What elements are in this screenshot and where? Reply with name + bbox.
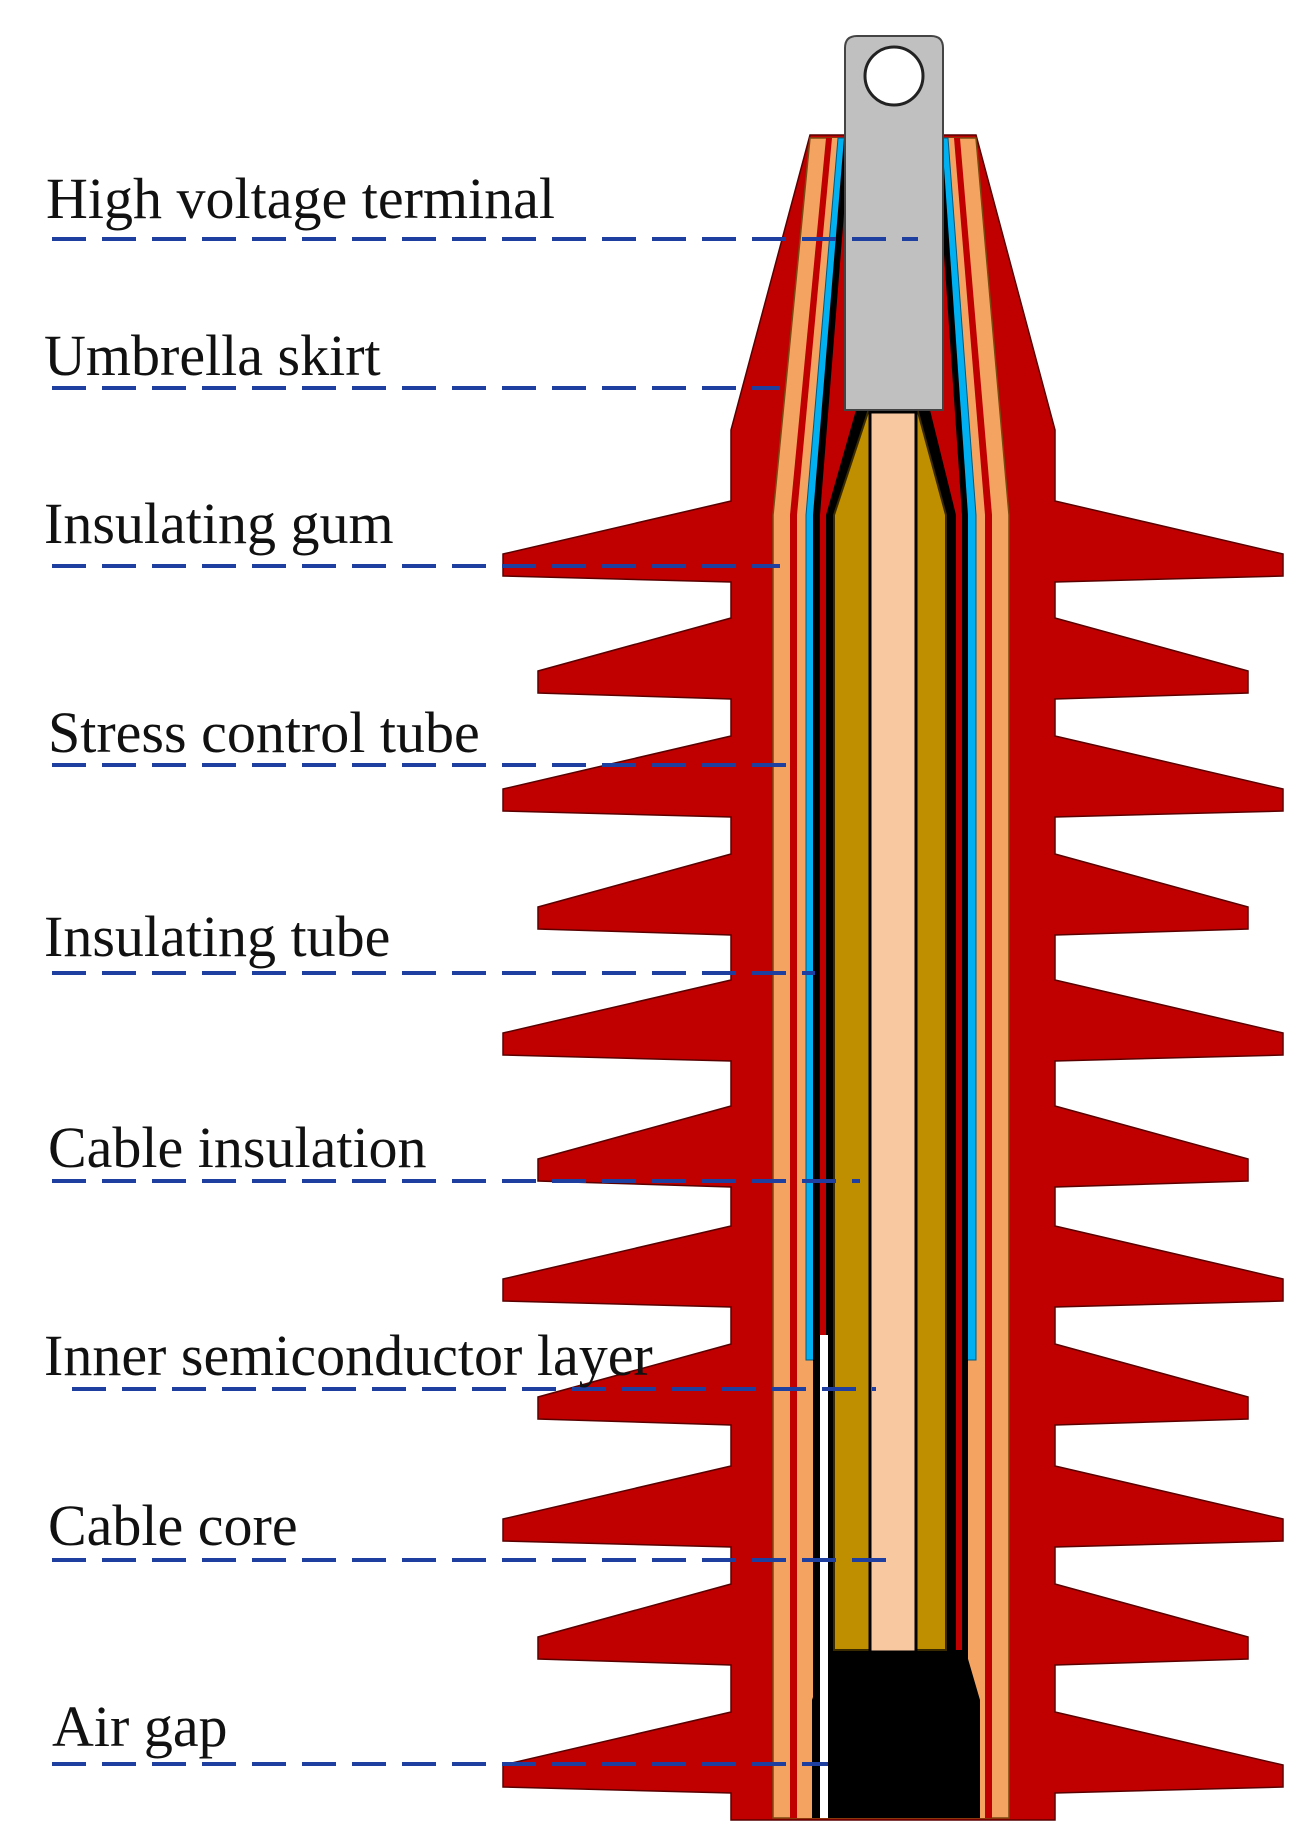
label-insulating-tube: Insulating tube	[44, 904, 390, 969]
label-umbrella-skirt: Umbrella skirt	[44, 323, 381, 388]
label-air-gap: Air gap	[52, 1694, 228, 1759]
labels: High voltage terminal Umbrella skirt Ins…	[44, 166, 653, 1759]
label-inner-semiconductor-layer: Inner semiconductor layer	[44, 1323, 653, 1388]
air-gap	[820, 1335, 828, 1818]
label-high-voltage-terminal: High voltage terminal	[46, 166, 555, 231]
label-cable-core: Cable core	[48, 1493, 298, 1558]
terminal-hole-icon	[863, 45, 925, 107]
label-cable-insulation: Cable insulation	[48, 1115, 427, 1180]
inner-layers	[772, 137, 1010, 1819]
label-insulating-gum: Insulating gum	[44, 491, 394, 556]
high-voltage-terminal	[844, 35, 944, 411]
label-stress-control-tube: Stress control tube	[48, 700, 480, 765]
leader-lines	[52, 237, 918, 1766]
terminal-lug	[844, 35, 944, 411]
inner-semiconductor-block	[812, 1652, 980, 1818]
cable-core	[868, 410, 918, 1654]
